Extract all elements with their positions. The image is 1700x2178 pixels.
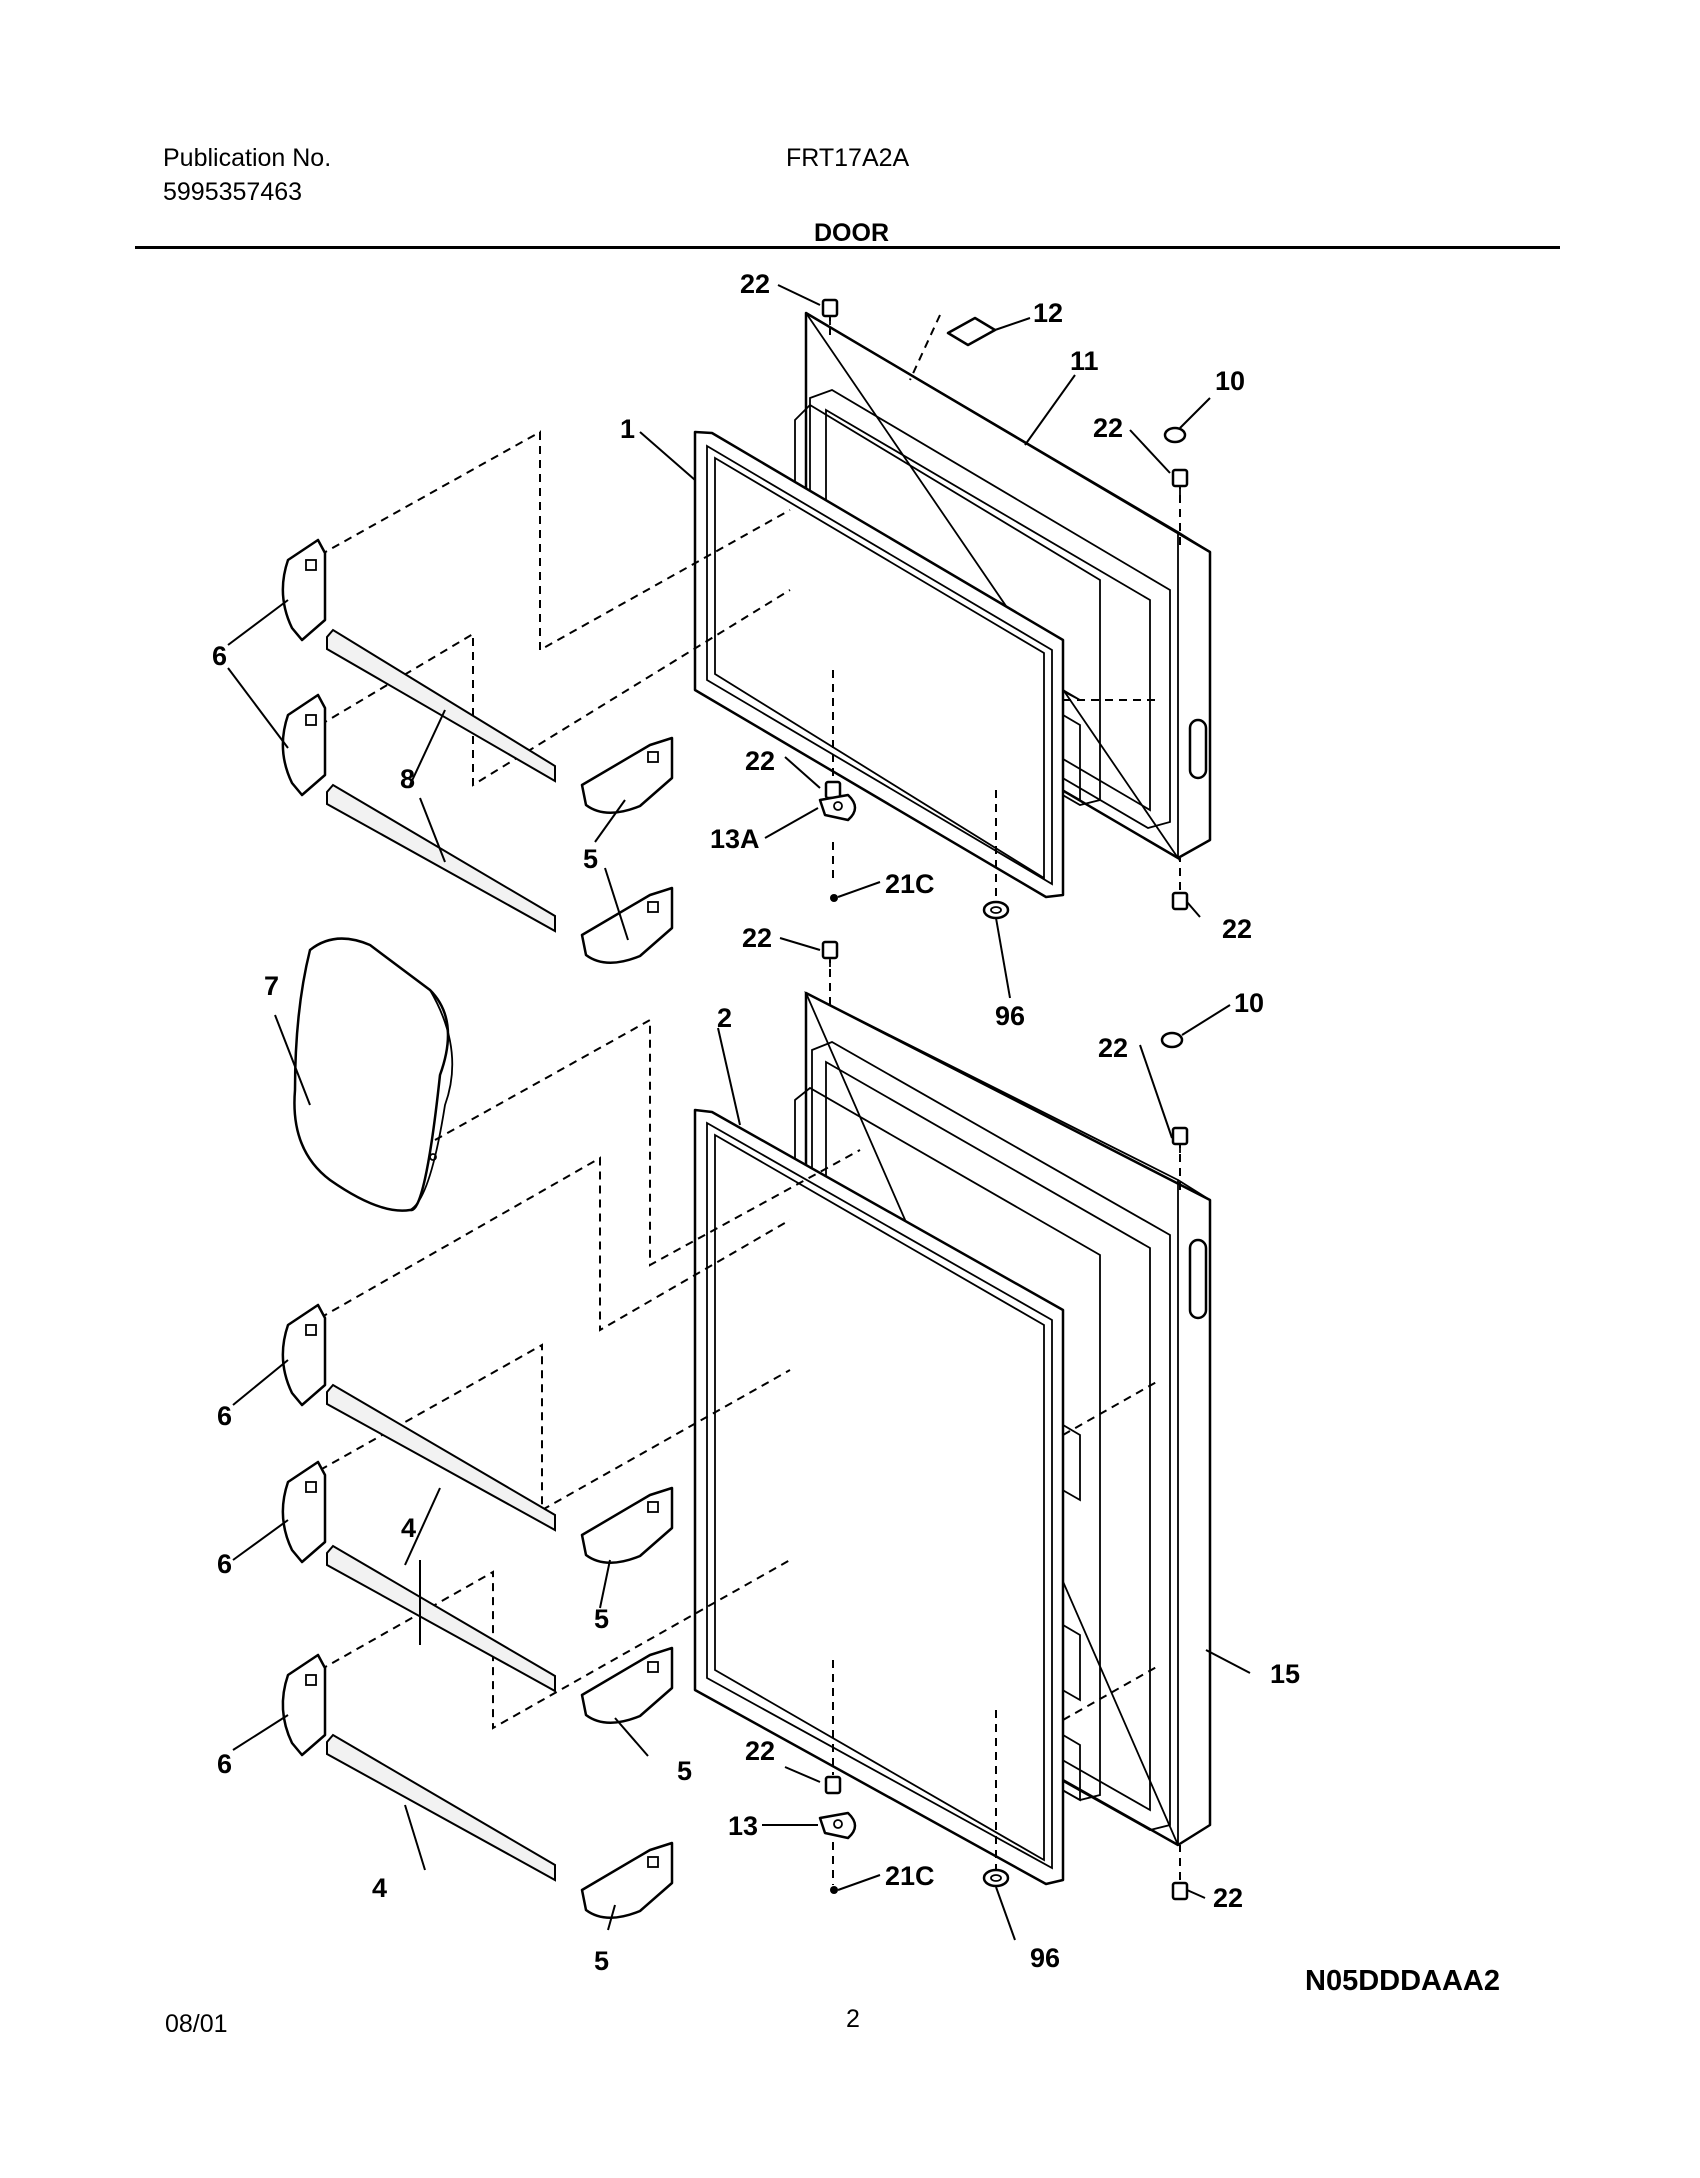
callout-labels: 22 12 11 10 22 1 6 8 5 22 13A 21C 22 22 … <box>212 269 1300 1976</box>
shelf-bar-4-top <box>326 1383 556 1532</box>
bracket-6-b <box>281 693 327 797</box>
callout-22: 22 <box>742 923 772 953</box>
bracket-5-a <box>580 736 674 814</box>
dairy-cover-7 <box>293 937 454 1212</box>
bracket-5-c <box>580 1486 674 1564</box>
callout-22: 22 <box>1213 1883 1243 1913</box>
callout-22: 22 <box>1093 413 1123 443</box>
callout-5: 5 <box>594 1946 609 1976</box>
callout-15: 15 <box>1270 1659 1300 1689</box>
bracket-6-a <box>281 538 327 642</box>
bracket-6-d <box>281 1460 327 1564</box>
assembly-lines <box>319 300 1181 1885</box>
section-title: DOOR <box>814 219 889 247</box>
hinge-13A <box>818 793 857 822</box>
label-12 <box>946 316 997 347</box>
leader-lines <box>227 284 1251 1941</box>
callout-5: 5 <box>594 1604 609 1634</box>
callout-22: 22 <box>1098 1033 1128 1063</box>
callout-5: 5 <box>677 1756 692 1786</box>
callout-22: 22 <box>1222 914 1252 944</box>
footer-date: 08/01 <box>165 2010 228 2038</box>
callout-6: 6 <box>217 1549 232 1579</box>
callout-1: 1 <box>620 414 635 444</box>
bracket-6-e <box>281 1653 327 1757</box>
callout-96: 96 <box>1030 1943 1060 1973</box>
callout-6: 6 <box>217 1749 232 1779</box>
callout-7: 7 <box>264 971 279 1001</box>
header-rule <box>135 246 1560 249</box>
callout-10: 10 <box>1215 366 1245 396</box>
callout-11: 11 <box>1070 346 1099 376</box>
callout-4: 4 <box>401 1513 416 1543</box>
shelf-bar-4-bottom <box>326 1733 556 1882</box>
callout-10: 10 <box>1234 988 1264 1018</box>
diagram-code: N05DDDAAA2 <box>1305 1965 1500 1997</box>
shelf-bar-4-middle <box>326 1544 556 1693</box>
callout-6: 6 <box>212 641 227 671</box>
callout-5: 5 <box>583 844 598 874</box>
freezer-door-outer-panel <box>804 311 1212 861</box>
hinge-13 <box>818 1811 857 1840</box>
callout-13: 13 <box>728 1811 758 1841</box>
fresh-food-door-gasket <box>693 1108 1065 1886</box>
callout-21C: 21C <box>885 1861 935 1891</box>
plug-10 <box>1160 426 1187 1049</box>
bracket-5-d <box>580 1646 674 1724</box>
pin-21C <box>830 894 838 1894</box>
model-number: FRT17A2A <box>786 144 910 172</box>
callout-12: 12 <box>1033 298 1063 328</box>
bracket-6-c <box>281 1303 327 1407</box>
page-number: 2 <box>846 2005 860 2033</box>
callout-22: 22 <box>745 746 775 776</box>
shelf-bar-8-upper <box>326 628 556 783</box>
callout-13A: 13A <box>710 824 760 854</box>
callout-6: 6 <box>217 1401 232 1431</box>
callout-4: 4 <box>372 1873 387 1903</box>
callout-8: 8 <box>400 764 415 794</box>
shelf-bar-8-lower <box>326 783 556 933</box>
callout-96: 96 <box>995 1001 1025 1031</box>
callout-22: 22 <box>740 269 770 299</box>
callout-2: 2 <box>717 1003 732 1033</box>
publication-label: Publication No. <box>163 144 332 172</box>
freezer-door-gasket <box>693 430 1065 899</box>
bracket-5-e <box>580 1841 674 1919</box>
bushing-96 <box>982 900 1010 1888</box>
bracket-5-b <box>580 886 674 964</box>
callout-21C: 21C <box>885 869 935 899</box>
publication-number: 5995357463 <box>163 178 303 206</box>
callout-22: 22 <box>745 1736 775 1766</box>
